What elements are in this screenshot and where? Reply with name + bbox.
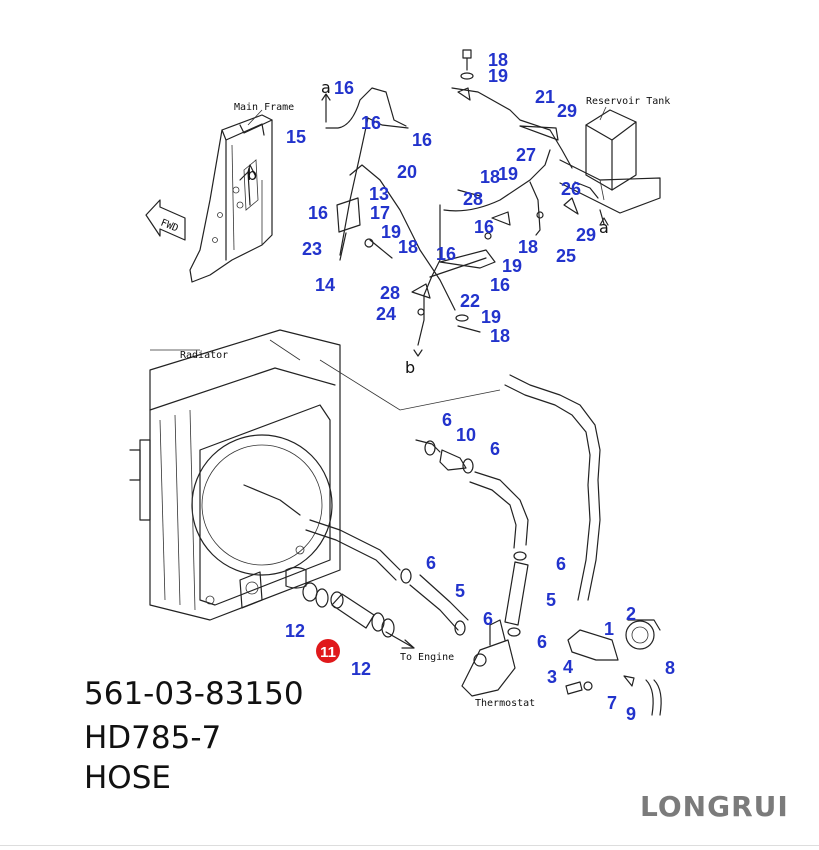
- callout-6: 6: [483, 609, 493, 629]
- main-frame-drawing: [189, 114, 273, 283]
- ref-letter-b-2: b: [405, 358, 415, 377]
- callout-16: 16: [334, 78, 354, 98]
- callout-1: 1: [604, 619, 614, 639]
- callout-21: 21: [535, 87, 555, 107]
- callout-16: 16: [474, 217, 494, 237]
- main-frame-label: Main Frame: [234, 102, 294, 113]
- thermostat-label: Thermostat: [475, 698, 535, 709]
- divider: [0, 845, 819, 846]
- ref-letter-b-1: b: [247, 165, 257, 184]
- callout-12: 12: [285, 621, 305, 641]
- callout-4: 4: [563, 657, 573, 677]
- ref-letter-a-2: a: [599, 218, 609, 237]
- ref-letter-a-1: a: [321, 78, 331, 97]
- callout-14: 14: [315, 275, 335, 295]
- callout-16: 16: [361, 113, 381, 133]
- callout-19: 19: [488, 66, 508, 86]
- callout-18: 18: [480, 167, 500, 187]
- callout-5: 5: [455, 581, 465, 601]
- callout-6: 6: [490, 439, 500, 459]
- callout-20: 20: [397, 162, 417, 182]
- callout-19: 19: [502, 256, 522, 276]
- callout-25: 25: [556, 246, 576, 266]
- lower-hoses: [243, 374, 662, 716]
- callout-18: 18: [488, 50, 508, 70]
- callout-17: 17: [370, 203, 390, 223]
- fwd-arrow-icon: FWD: [145, 199, 186, 241]
- callout-29: 29: [576, 225, 596, 245]
- upper-piping: [239, 49, 609, 357]
- callout-29: 29: [557, 101, 577, 121]
- callout-26: 26: [561, 179, 581, 199]
- callout-19: 19: [381, 222, 401, 242]
- callout-18: 18: [398, 237, 418, 257]
- part-number: 561-03-83150: [84, 676, 304, 712]
- radiator-label: Radiator: [180, 350, 228, 361]
- to-engine-label: To Engine: [400, 652, 454, 663]
- callout-12: 12: [351, 659, 371, 679]
- callout-6: 6: [556, 554, 566, 574]
- highlight-number: 11: [320, 644, 336, 661]
- reservoir-tank-label: Reservoir Tank: [586, 96, 670, 107]
- callout-24: 24: [376, 304, 396, 324]
- callout-3: 3: [547, 667, 557, 687]
- callout-6: 6: [426, 553, 436, 573]
- callout-10: 10: [456, 425, 476, 445]
- callout-13: 13: [369, 184, 389, 204]
- fwd-label: FWD: [159, 218, 180, 235]
- callout-23: 23: [302, 239, 322, 259]
- callout-6: 6: [537, 632, 547, 652]
- model-name: HD785-7: [84, 720, 222, 756]
- callout-27: 27: [516, 145, 536, 165]
- callout-9: 9: [626, 704, 636, 724]
- callout-7: 7: [607, 693, 617, 713]
- highlight-callout-11: 11: [316, 639, 340, 663]
- callout-8: 8: [665, 658, 675, 678]
- callout-19: 19: [481, 307, 501, 327]
- reservoir-tank-drawing: [559, 109, 661, 214]
- callout-16: 16: [412, 130, 432, 150]
- callout-16: 16: [490, 275, 510, 295]
- callout-5: 5: [546, 590, 556, 610]
- callout-18: 18: [490, 326, 510, 346]
- callout-16: 16: [308, 203, 328, 223]
- callout-15: 15: [286, 127, 306, 147]
- callout-2: 2: [626, 604, 636, 624]
- part-name: HOSE: [84, 760, 171, 796]
- callout-18: 18: [518, 237, 538, 257]
- radiator-drawing: [129, 329, 501, 621]
- callout-28: 28: [463, 189, 483, 209]
- callout-numbers: 18 19 16 21 29 15 16 16 20 27 18 19 13 2…: [285, 50, 675, 724]
- callout-16: 16: [436, 244, 456, 264]
- callout-6: 6: [442, 410, 452, 430]
- callout-28: 28: [380, 283, 400, 303]
- callout-22: 22: [460, 291, 480, 311]
- callout-19: 19: [498, 164, 518, 184]
- brand-logo: LONGRUI: [640, 790, 789, 823]
